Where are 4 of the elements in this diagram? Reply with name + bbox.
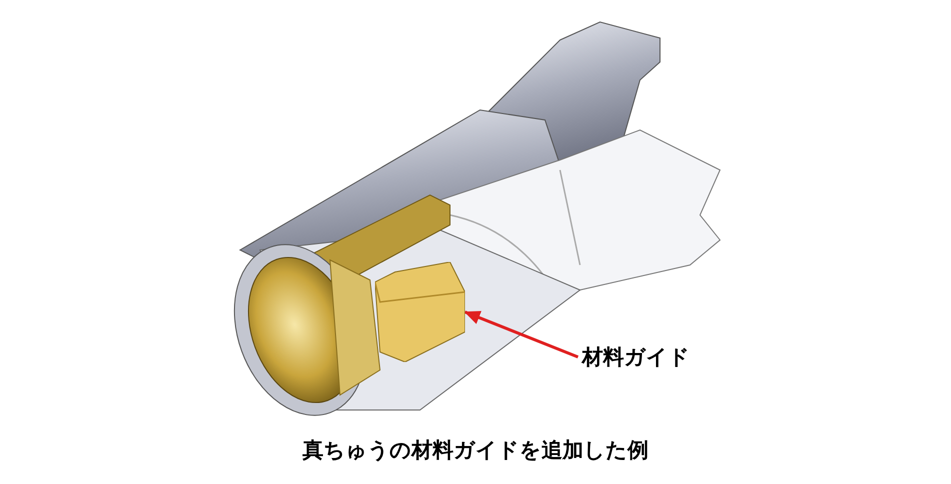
material-guide-drawing bbox=[375, 262, 465, 362]
callout-label: 材料ガイド bbox=[582, 342, 712, 372]
caption-text: 真ちゅうの材料ガイドを追加した例 bbox=[302, 438, 648, 462]
arrow bbox=[464, 310, 579, 358]
